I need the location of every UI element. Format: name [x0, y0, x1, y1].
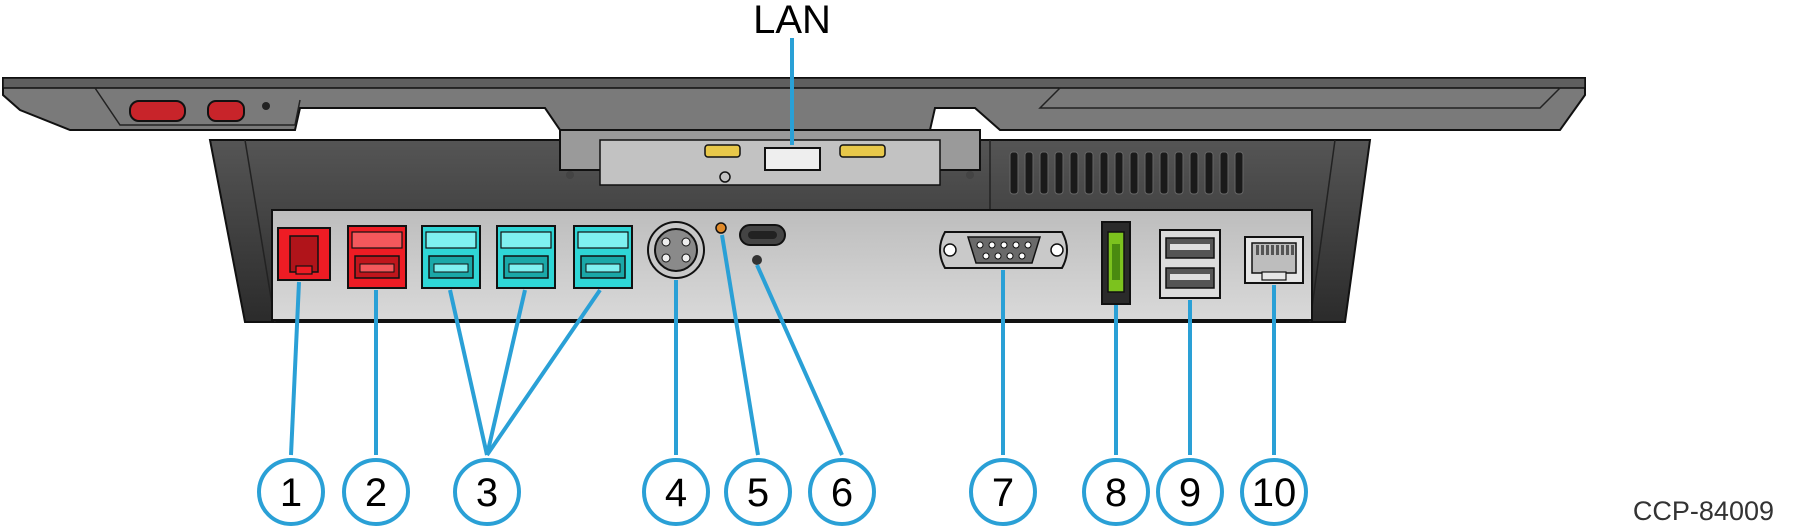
cyan-usb-port-icon	[573, 225, 633, 289]
callout-label: 2	[365, 471, 387, 515]
callout-7: 7	[969, 458, 1037, 526]
button-left	[129, 100, 186, 122]
callout-label: 1	[280, 471, 302, 515]
lan-label: LAN	[753, 0, 831, 42]
leader-line	[720, 234, 760, 456]
callout-8: 8	[1082, 458, 1150, 526]
usb-a-port-icon	[1159, 229, 1221, 299]
callout-label: 9	[1179, 471, 1201, 515]
callout-3: 3	[453, 458, 521, 526]
cyan-usb-port-icon	[421, 225, 481, 289]
callout-2: 2	[342, 458, 410, 526]
callout-label: 5	[747, 471, 769, 515]
callout-1: 1	[257, 458, 325, 526]
leader-line	[289, 281, 301, 456]
callout-10: 10	[1240, 458, 1308, 526]
leader-line	[485, 289, 527, 456]
callout-6: 6	[808, 458, 876, 526]
cyan-usb-port-icon	[496, 225, 556, 289]
din-power-port-icon	[647, 221, 705, 279]
callout-9: 9	[1156, 458, 1224, 526]
db9-serial-port-icon	[939, 231, 1068, 269]
callout-label: 8	[1105, 471, 1127, 515]
leader-lines	[289, 38, 1276, 457]
callout-circles: 1 2 3 4 5 6 7 8 9 10	[257, 458, 1308, 526]
indicator-dot	[262, 102, 270, 110]
status-led-icon	[715, 222, 727, 234]
callout-5: 5	[724, 458, 792, 526]
rj45-port-icon	[1244, 236, 1304, 284]
usb-c-port-icon	[739, 224, 786, 265]
powered-usb-port-icon	[347, 225, 407, 289]
rj12-port-icon	[277, 227, 331, 281]
lan-port-top	[764, 147, 821, 171]
leader-line	[755, 264, 844, 456]
leader-line	[448, 289, 489, 456]
callout-label: 4	[665, 471, 687, 515]
callout-4: 4	[642, 458, 710, 526]
callout-label: 6	[831, 471, 853, 515]
button-right	[207, 100, 245, 122]
leader-line	[485, 288, 602, 457]
cyan-port-group	[421, 225, 633, 289]
callout-label: 10	[1252, 471, 1297, 515]
figure-id: CCP-84009	[1633, 496, 1774, 526]
callout-label: 3	[476, 471, 498, 515]
lan-bay	[559, 129, 981, 186]
green-port-icon	[1101, 221, 1131, 305]
callout-label: 7	[992, 471, 1014, 515]
vent-grille	[1009, 151, 1244, 195]
